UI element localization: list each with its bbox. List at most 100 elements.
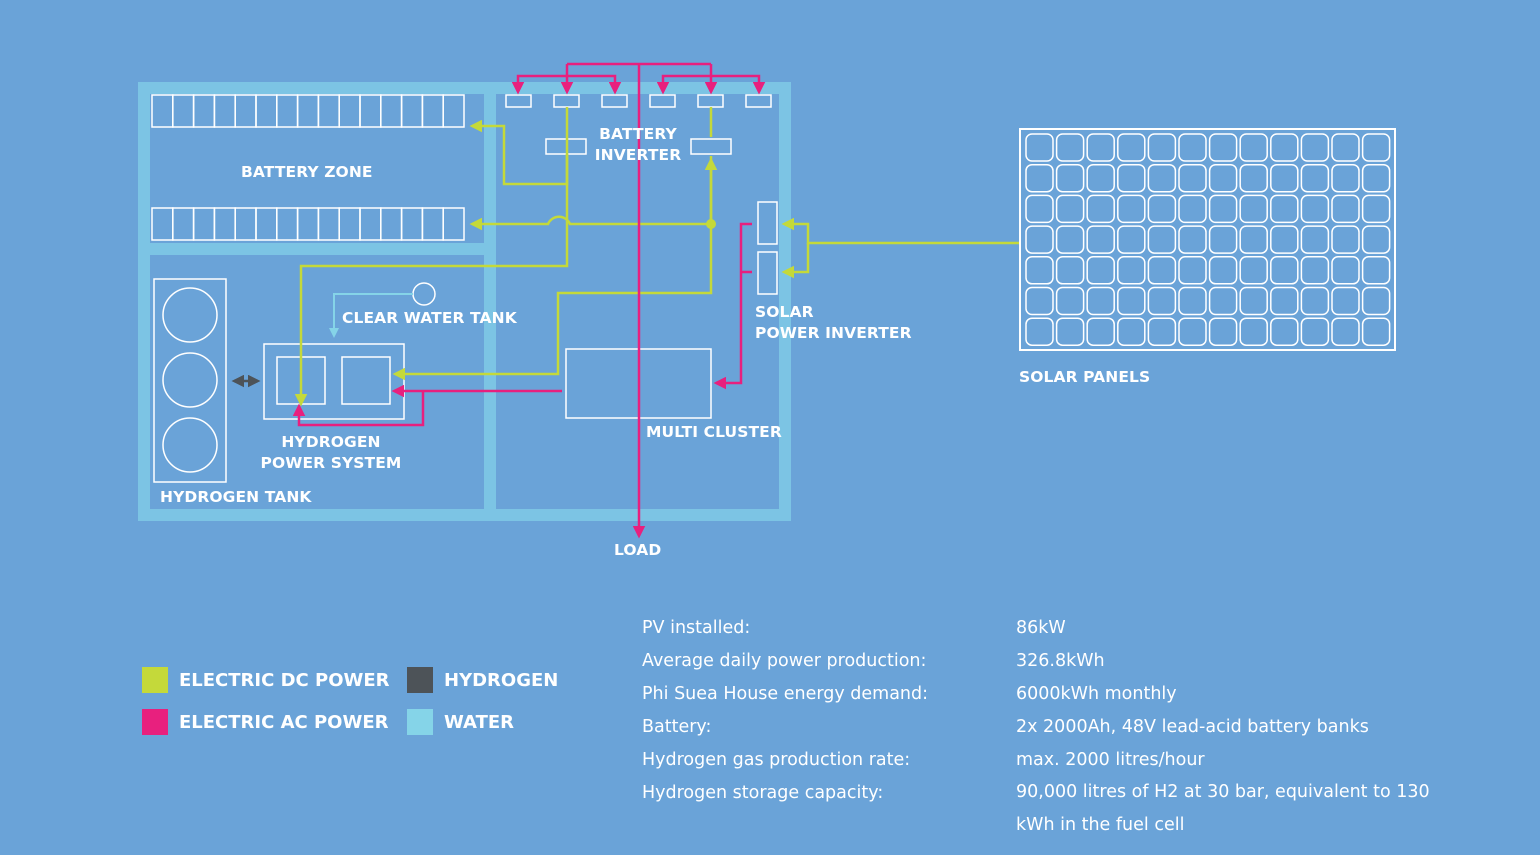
hydrogen-tank-label: HYDROGEN TANK xyxy=(160,488,312,506)
clear-water-tank-label: CLEAR WATER TANK xyxy=(342,309,517,327)
solar-cell xyxy=(1178,225,1207,254)
solar-power-inverter-label: SOLAR POWER INVERTER xyxy=(755,302,912,344)
battery-cell xyxy=(255,207,278,241)
solar-cell xyxy=(1147,163,1177,193)
solar-cell xyxy=(1361,194,1391,224)
spec-value-daily-production: 326.8kWh xyxy=(1016,651,1105,671)
solar-cell xyxy=(1086,133,1115,162)
solar-cell xyxy=(1178,194,1207,224)
solar-cell xyxy=(1147,286,1177,316)
legend-swatch-water xyxy=(407,709,433,735)
dc-power-lines xyxy=(294,107,1020,407)
solar-cell xyxy=(1270,256,1299,285)
solar-cell xyxy=(1025,163,1054,193)
hydrogen-power-system-label-line2: POWER SYSTEM xyxy=(260,454,402,472)
ac-power-lines xyxy=(292,62,766,539)
solar-cell xyxy=(1117,256,1146,285)
solar-cell xyxy=(1055,225,1085,254)
solar-inverter-units xyxy=(757,201,778,295)
battery-cell xyxy=(380,207,403,241)
battery-cell xyxy=(317,94,340,128)
spec-value-energy-demand: 6000kWh monthly xyxy=(1016,684,1177,704)
solar-cell xyxy=(1270,225,1299,254)
legend-label-hydrogen: HYDROGEN xyxy=(444,669,559,691)
battery-cell xyxy=(421,94,444,128)
battery-cell xyxy=(255,94,278,128)
solar-cell xyxy=(1239,317,1268,346)
solar-cell xyxy=(1055,163,1085,193)
solar-cell xyxy=(1270,194,1299,224)
battery-cell xyxy=(338,94,361,128)
solar-cell xyxy=(1208,133,1238,162)
spec-value-storage-capacity: 90,000 litres of H2 at 30 bar, equivalen… xyxy=(1016,782,1430,835)
solar-cell xyxy=(1361,225,1391,254)
battery-inverter-label-line2: INVERTER xyxy=(594,146,682,164)
solar-cell xyxy=(1117,133,1146,162)
solar-cell xyxy=(1117,286,1146,316)
solar-cell xyxy=(1086,317,1115,346)
solar-cell xyxy=(1300,256,1330,285)
battery-cell xyxy=(359,94,382,128)
battery-cell xyxy=(359,207,382,241)
battery-cell xyxy=(296,207,320,241)
hydrogen-power-system-label: HYDROGEN POWER SYSTEM xyxy=(255,432,407,474)
solar-cell xyxy=(1300,133,1330,162)
hydrogen-power-system xyxy=(263,343,405,420)
battery-inverter-label: BATTERY INVERTER xyxy=(587,124,689,166)
solar-cell xyxy=(1239,286,1268,316)
solar-cell xyxy=(1086,286,1115,316)
legend-item-ac: ELECTRIC AC POWER xyxy=(142,709,389,735)
dc-junction xyxy=(706,219,716,229)
solar-cell xyxy=(1208,163,1238,193)
clear-water-tank-icon xyxy=(412,282,436,306)
spec-key-battery: Battery: xyxy=(642,717,712,737)
battery-cell xyxy=(380,94,403,128)
solar-cell xyxy=(1208,256,1238,285)
spec-value-battery: 2x 2000Ah, 48V lead-acid battery banks xyxy=(1016,717,1369,737)
solar-cell xyxy=(1117,225,1146,254)
legend-swatch-ac xyxy=(142,709,168,735)
solar-cell xyxy=(1055,286,1085,316)
solar-cell xyxy=(1147,225,1177,254)
solar-cell xyxy=(1178,163,1207,193)
solar-cell xyxy=(1147,256,1177,285)
multi-cluster-label: MULTI CLUSTER xyxy=(646,423,782,441)
solar-cell xyxy=(1147,317,1177,346)
solar-cell xyxy=(1270,286,1299,316)
spec-key-gas-production: Hydrogen gas production rate: xyxy=(642,750,911,770)
solar-cell xyxy=(1178,317,1207,346)
battery-cell xyxy=(172,94,195,128)
solar-cell xyxy=(1086,194,1115,224)
solar-cell xyxy=(1208,317,1238,346)
battery-cell xyxy=(172,207,195,241)
solar-cell xyxy=(1055,256,1085,285)
battery-row-top xyxy=(151,94,465,128)
solar-cell xyxy=(1025,133,1054,162)
solar-cell xyxy=(1331,133,1360,162)
solar-cell xyxy=(1239,133,1268,162)
battery-cell xyxy=(192,94,216,128)
solar-cell xyxy=(1331,194,1360,224)
solar-cell xyxy=(1331,163,1360,193)
solar-cell xyxy=(1361,133,1391,162)
solar-cell xyxy=(1300,194,1330,224)
solar-cell xyxy=(1117,194,1146,224)
solar-cell xyxy=(1239,194,1268,224)
battery-cell xyxy=(442,94,465,128)
battery-cell xyxy=(400,207,424,241)
solar-cell xyxy=(1331,317,1360,346)
spec-key-storage-capacity: Hydrogen storage capacity: xyxy=(642,783,884,803)
solar-cell xyxy=(1239,256,1268,285)
solar-cell xyxy=(1300,317,1330,346)
battery-cell xyxy=(338,207,361,241)
legend-label-dc: ELECTRIC DC POWER xyxy=(179,669,390,691)
battery-cell xyxy=(192,207,216,241)
spec-key-energy-demand: Phi Suea House energy demand: xyxy=(642,684,929,704)
load-label: LOAD xyxy=(614,541,662,559)
solar-cell xyxy=(1361,286,1391,316)
hydrogen-tank xyxy=(153,278,227,483)
solar-cell xyxy=(1025,256,1054,285)
solar-cell xyxy=(1331,256,1360,285)
solar-cell xyxy=(1331,225,1360,254)
